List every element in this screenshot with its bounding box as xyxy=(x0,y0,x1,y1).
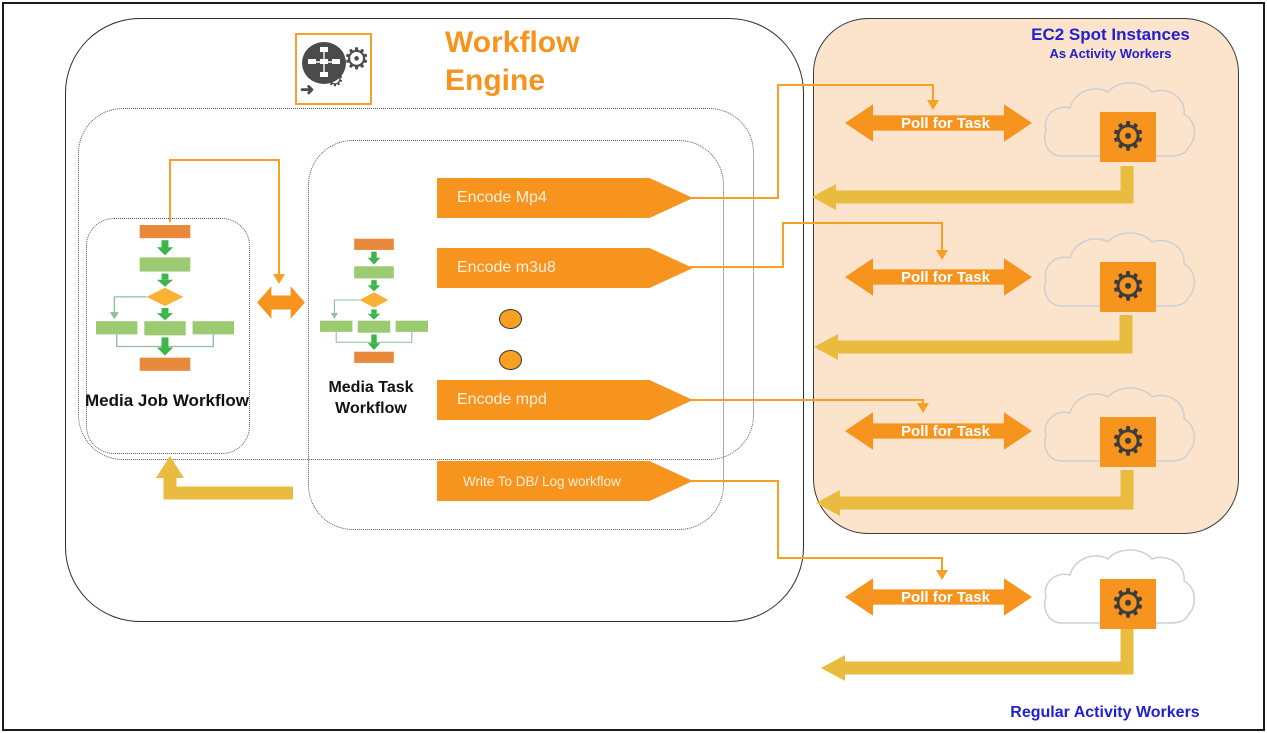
gear-square-icon: ⚙ xyxy=(1100,579,1156,629)
worker-cloud-icon: ⚙ xyxy=(1040,381,1202,473)
encode-mpd-label: Encode mpd xyxy=(457,391,547,408)
gear-square-icon: ⚙ xyxy=(1100,112,1156,162)
gear-icon: ⚙ xyxy=(326,69,344,91)
poll-for-task-label: Poll for Task xyxy=(901,114,990,132)
ellipsis-dot-icon xyxy=(499,309,522,329)
write-db-log-label: Write To DB/ Log workflow xyxy=(463,473,621,489)
write-db-log-banner: Write To DB/ Log workflow xyxy=(437,461,693,501)
poll-for-task-label: Poll for Task xyxy=(901,588,990,606)
encode-m3u8-label: Encode m3u8 xyxy=(457,259,556,276)
gear-square-icon: ⚙ xyxy=(1100,417,1156,467)
worker-cloud-icon: ⚙ xyxy=(1040,543,1202,635)
ellipsis-dot-icon xyxy=(499,350,522,370)
gear-icon: ⚙ xyxy=(343,43,370,76)
encode-m3u8-banner: Encode m3u8 xyxy=(437,248,693,288)
encode-mp4-label: Encode Mp4 xyxy=(457,189,547,206)
engine-inner-dotted-box xyxy=(78,108,754,460)
poll-for-task-label: Poll for Task xyxy=(901,268,990,286)
worker-cloud-icon: ⚙ xyxy=(1040,226,1202,318)
media-task-flowchart-icon xyxy=(320,238,428,364)
ec2-spot-instances-title: EC2 Spot Instances xyxy=(1031,25,1190,44)
as-activity-workers-subtitle: As Activity Workers xyxy=(1049,46,1172,61)
workflow-gears-icon: ⚙ ⚙ ➜ xyxy=(295,33,372,105)
media-task-dotted-box xyxy=(308,140,724,530)
media-task-workflow-label: Media Task Workflow xyxy=(328,379,414,417)
encode-mp4-banner: Encode Mp4 xyxy=(437,178,693,218)
flowchart-circle-icon xyxy=(302,42,346,84)
worker-cloud-icon: ⚙ xyxy=(1040,76,1202,168)
media-job-flowchart-icon xyxy=(96,224,234,372)
workflow-engine-title: Workflow Engine xyxy=(445,26,580,97)
right-arrow-icon: ➜ xyxy=(300,80,315,99)
regular-activity-workers-label: Regular Activity Workers xyxy=(1010,704,1200,721)
media-job-workflow-label: Media Job Workflow xyxy=(84,391,250,410)
poll-for-task-label: Poll for Task xyxy=(901,422,990,440)
media-job-dotted-box xyxy=(86,218,250,454)
encode-mpd-banner: Encode mpd xyxy=(437,380,693,420)
gear-square-icon: ⚙ xyxy=(1100,262,1156,312)
